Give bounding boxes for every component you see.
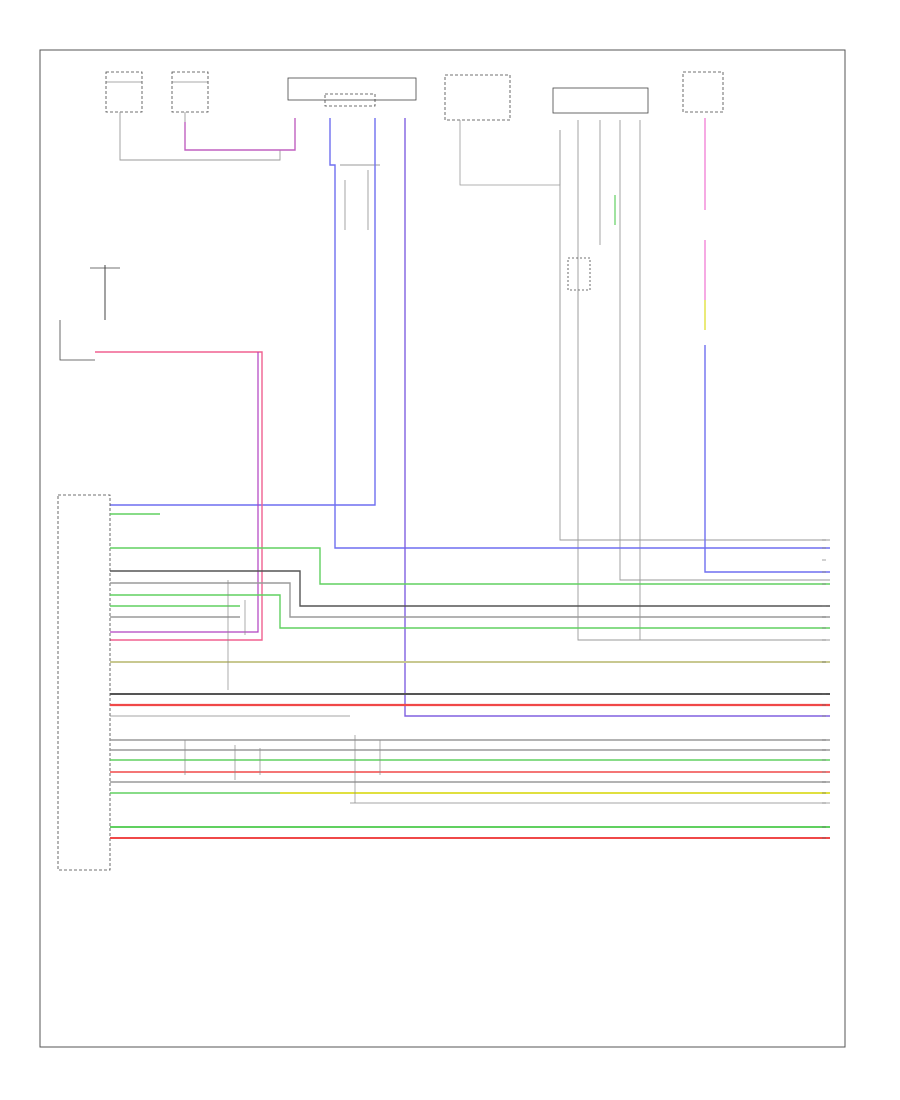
antenna-component [59, 265, 120, 361]
fuse-box-mid [444, 74, 649, 186]
wire-purple-antenna [110, 352, 259, 633]
right-terminal-ticks [822, 539, 826, 839]
wire-purple-long [404, 118, 830, 717]
fuse-box-right [682, 71, 724, 113]
top-grey-wires [119, 112, 830, 641]
wire-purple-top [184, 118, 296, 151]
diagram-frame [39, 49, 846, 1048]
wire-blue-2 [110, 118, 376, 506]
wire-pink-antenna [95, 351, 263, 641]
wire-blue-right [704, 345, 830, 573]
main-connector-block [57, 494, 111, 871]
relay-mid-right [559, 257, 591, 330]
wire-blue-1 [329, 118, 830, 549]
fuse-box-left [105, 71, 209, 113]
horizontal-wire-bundle [110, 513, 830, 839]
splice-markers [110, 580, 830, 804]
relay-box-center [287, 77, 417, 107]
